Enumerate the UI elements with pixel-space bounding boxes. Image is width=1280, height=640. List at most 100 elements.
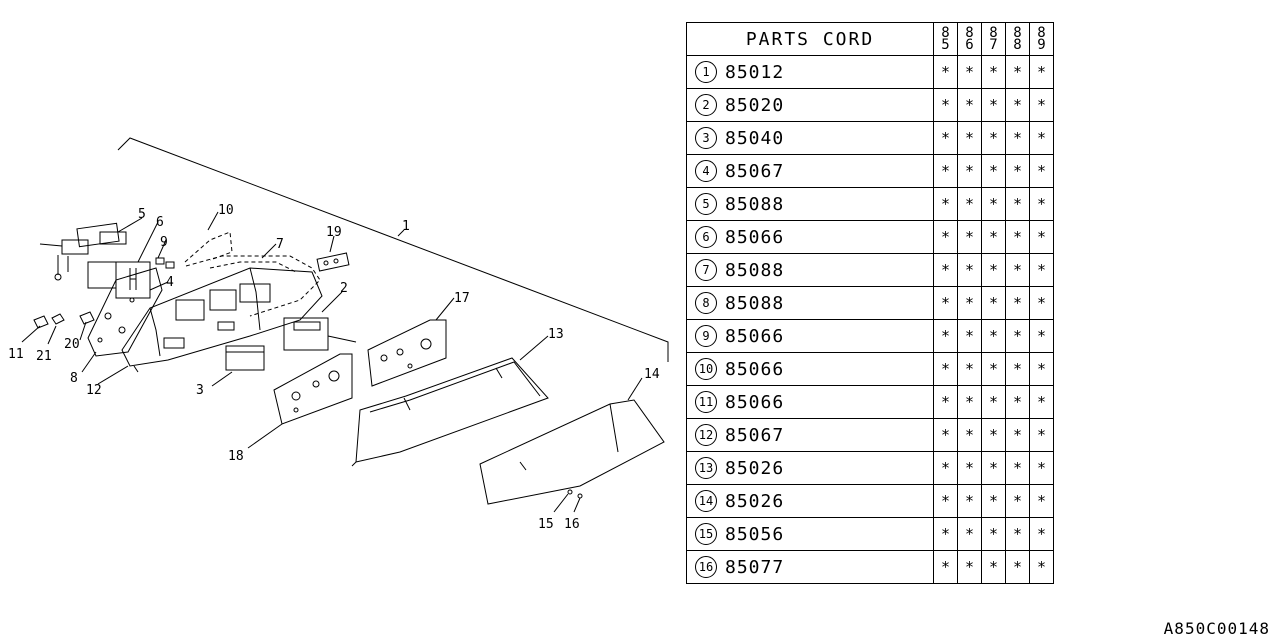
applicability-mark: *: [1029, 418, 1054, 452]
applicability-mark: *: [981, 154, 1006, 188]
applicability-mark: *: [981, 121, 1006, 155]
row-index-cell: 10: [686, 352, 725, 386]
parts-cord-header: PARTS CORD: [686, 22, 934, 56]
part-code-cell: 85040: [725, 121, 934, 155]
callout-2: 2: [340, 281, 348, 296]
callout-11: 11: [8, 347, 24, 362]
applicability-mark: *: [1029, 253, 1054, 287]
applicability-mark: *: [1005, 286, 1030, 320]
callout-5: 5: [138, 207, 146, 222]
leader-lines: [21, 211, 643, 513]
part-code-cell: 85077: [725, 550, 934, 584]
circled-index: 1: [695, 61, 717, 83]
connector-cluster: [39, 222, 151, 299]
circled-index: 15: [695, 523, 717, 545]
part-code-cell: 85066: [725, 220, 934, 254]
callout-1: 1: [402, 219, 410, 234]
callout-19: 19: [326, 225, 342, 240]
wire-harness: [185, 255, 321, 317]
callout-21: 21: [36, 349, 52, 364]
applicability-mark: *: [981, 418, 1006, 452]
row-index-cell: 11: [686, 385, 725, 419]
row-index-cell: 8: [686, 286, 725, 320]
applicability-mark: *: [933, 418, 958, 452]
applicability-mark: *: [957, 220, 982, 254]
applicability-mark: *: [1005, 517, 1030, 551]
exploded-parts-diagram: 1 2 3 4 5 6 7 8 9 10 11 12 13 14 15 16 1…: [8, 137, 669, 532]
applicability-mark: *: [933, 220, 958, 254]
part-14-lens: [479, 399, 665, 505]
applicability-mark: *: [957, 517, 982, 551]
part-10-shape: [184, 231, 233, 263]
applicability-mark: *: [933, 451, 958, 485]
circled-index: 10: [695, 358, 717, 380]
circled-index: 8: [695, 292, 717, 314]
callout-3: 3: [196, 383, 204, 398]
row-index-cell: 4: [686, 154, 725, 188]
part-13-frame: [351, 357, 549, 467]
applicability-mark: *: [1005, 418, 1030, 452]
applicability-mark: *: [981, 451, 1006, 485]
applicability-mark: *: [1029, 88, 1054, 122]
part-code-cell: 85066: [725, 319, 934, 353]
circled-index: 6: [695, 226, 717, 248]
diagram-code: A850C00148: [1163, 619, 1270, 638]
applicability-mark: *: [981, 550, 1006, 584]
applicability-mark: *: [1029, 286, 1054, 320]
part-code-cell: 85012: [725, 55, 934, 89]
part-code-cell: 85020: [725, 88, 934, 122]
part-code-cell: 85066: [725, 352, 934, 386]
applicability-mark: *: [933, 187, 958, 221]
circled-index: 2: [695, 94, 717, 116]
callout-13: 13: [548, 327, 564, 342]
applicability-mark: *: [933, 319, 958, 353]
circled-index: 9: [695, 325, 717, 347]
applicability-mark: *: [1029, 451, 1054, 485]
circled-index: 5: [695, 193, 717, 215]
callout-8: 8: [70, 371, 78, 386]
applicability-mark: *: [1005, 484, 1030, 518]
applicability-mark: *: [1005, 187, 1030, 221]
part-17-plate: [367, 319, 447, 387]
part-2-unit: [283, 317, 357, 351]
applicability-mark: *: [957, 286, 982, 320]
applicability-mark: *: [981, 286, 1006, 320]
part-code-cell: 85066: [725, 385, 934, 419]
applicability-mark: *: [981, 88, 1006, 122]
applicability-mark: *: [981, 319, 1006, 353]
callout-labels: 1 2 3 4 5 6 7 8 9 10 11 12 13 14 15 16 1…: [8, 203, 660, 532]
applicability-mark: *: [981, 55, 1006, 89]
applicability-mark: *: [933, 286, 958, 320]
circled-index: 7: [695, 259, 717, 281]
applicability-mark: *: [957, 319, 982, 353]
applicability-mark: *: [1029, 550, 1054, 584]
callout-6: 6: [156, 215, 164, 230]
applicability-mark: *: [1005, 154, 1030, 188]
callout-15: 15: [538, 517, 554, 532]
callout-9: 9: [160, 235, 168, 250]
part-code-cell: 85088: [725, 286, 934, 320]
applicability-mark: *: [1005, 352, 1030, 386]
applicability-mark: *: [1029, 121, 1054, 155]
applicability-mark: *: [1005, 121, 1030, 155]
row-index-cell: 13: [686, 451, 725, 485]
applicability-mark: *: [1005, 55, 1030, 89]
part-code-cell: 85056: [725, 517, 934, 551]
applicability-mark: *: [981, 385, 1006, 419]
small-clips: [33, 257, 175, 329]
applicability-mark: *: [933, 352, 958, 386]
